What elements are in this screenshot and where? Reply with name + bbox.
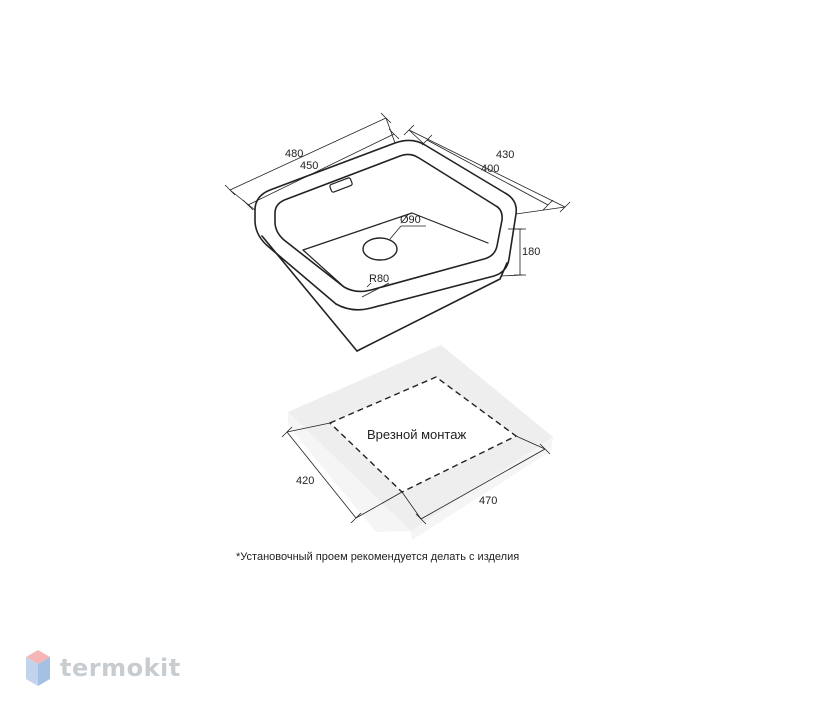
cutout-label: Врезной монтаж [367, 427, 466, 442]
dim-depth: 180 [522, 246, 540, 258]
sink-outline [254, 139, 518, 352]
dim-inner-length: 450 [300, 160, 318, 172]
cutout-dimension-lines [281, 422, 551, 525]
countertop-slab [288, 345, 553, 540]
brand-name: termokit [60, 654, 181, 682]
brand-watermark: termokit [24, 648, 181, 688]
dim-outer-length: 480 [285, 148, 303, 160]
dimension-lines [224, 112, 571, 277]
cube-logo-icon [26, 650, 50, 686]
dim-drain-diameter: Ø90 [400, 214, 421, 226]
dim-inner-width: 400 [481, 163, 499, 175]
drain-hole [362, 237, 398, 261]
dim-cutout-width: 420 [296, 475, 314, 487]
dim-corner-radius: R80 [369, 273, 389, 285]
dim-outer-width: 430 [496, 149, 514, 161]
dim-cutout-length: 470 [479, 495, 497, 507]
overflow-slot [329, 177, 353, 193]
installation-footnote: *Установочный проем рекомендуется делать… [236, 551, 520, 563]
